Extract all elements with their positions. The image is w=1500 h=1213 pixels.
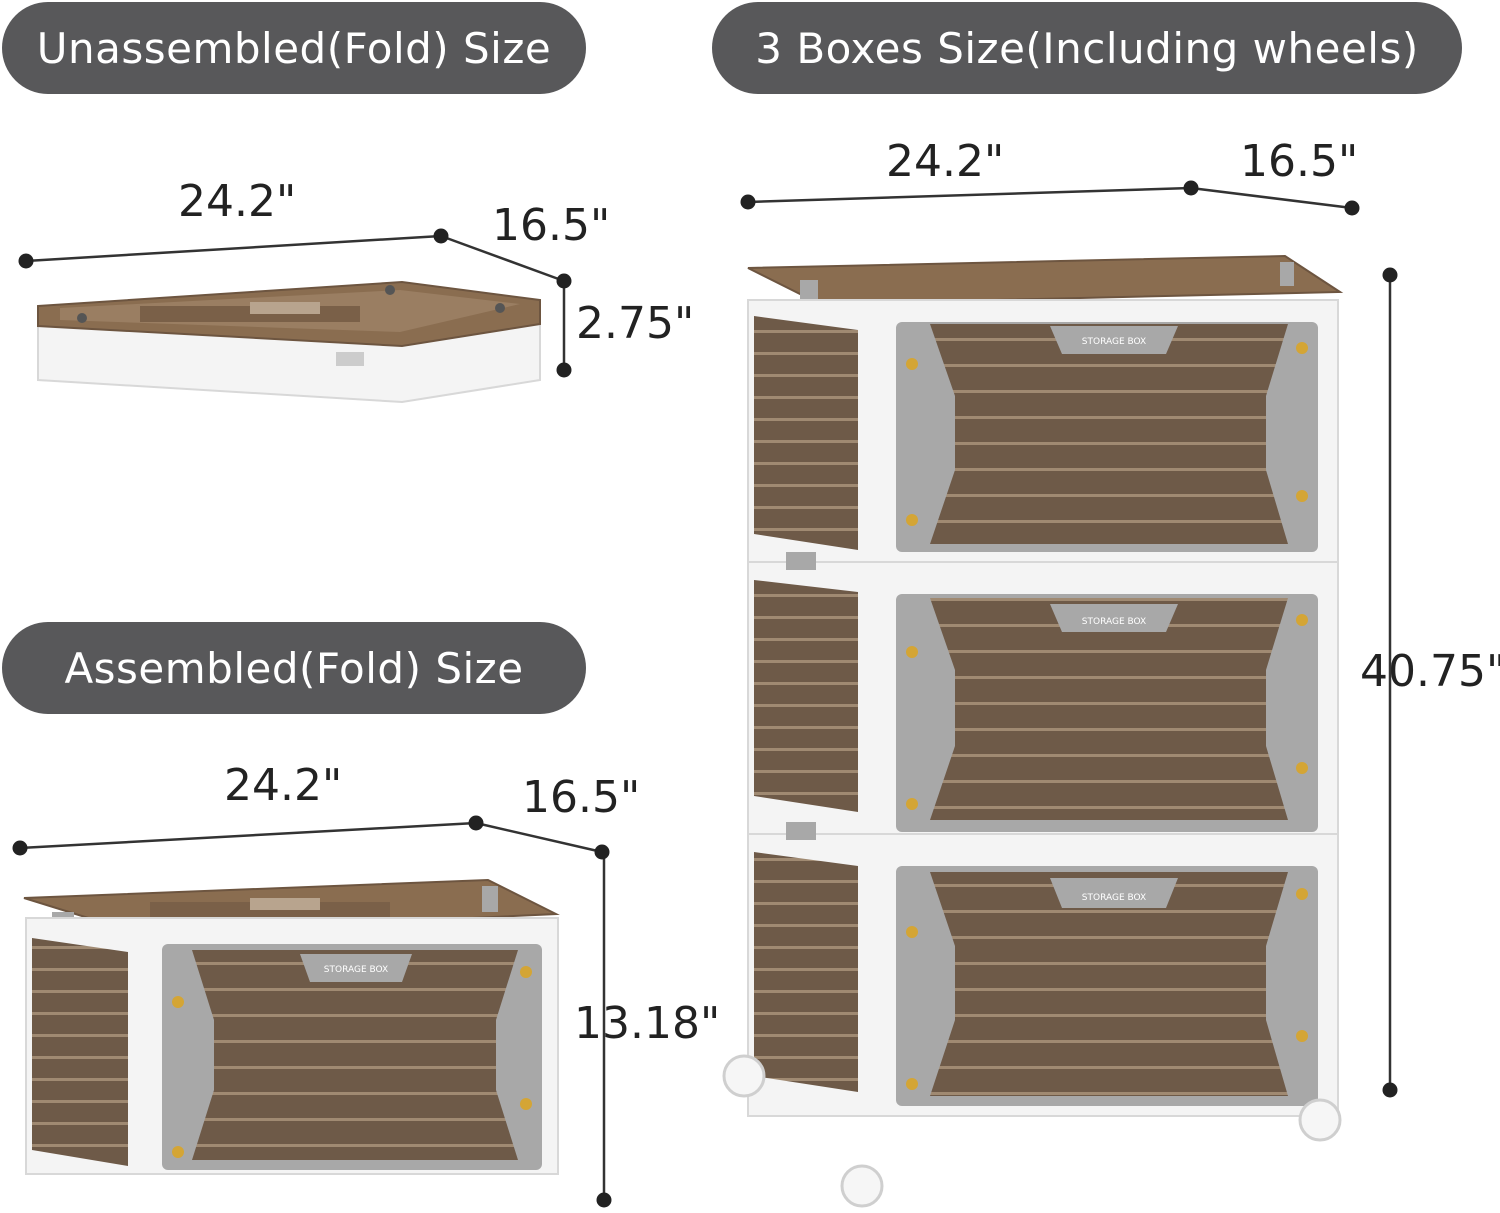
stack-dimension-dots bbox=[740, 180, 1398, 1098]
assembled-brand: STORAGE BOX bbox=[324, 965, 388, 975]
unassembled-size-label: Unassembled(Fold) Size bbox=[2, 2, 586, 94]
assembled-depth-label: 16.5" bbox=[522, 772, 641, 823]
stack-depth-label: 16.5" bbox=[1240, 136, 1359, 187]
stacked-boxes bbox=[722, 254, 1344, 1208]
assembled-dimension-dots bbox=[12, 815, 612, 1208]
assembled-height-label: 13.18" bbox=[574, 998, 721, 1049]
unassembled-dimension-dots bbox=[18, 228, 572, 378]
unassembled-depth-label: 16.5" bbox=[492, 200, 611, 251]
assembled-width-label: 24.2" bbox=[224, 760, 343, 811]
folded-box bbox=[37, 280, 541, 404]
stack-brand-top: STORAGE BOX bbox=[1082, 337, 1146, 347]
stack-width-label: 24.2" bbox=[886, 136, 1005, 187]
unassembled-width-label: 24.2" bbox=[178, 176, 297, 227]
stack-brand-bottom: STORAGE BOX bbox=[1082, 893, 1146, 903]
assembled-size-label: Assembled(Fold) Size bbox=[2, 622, 586, 714]
stack-brand-middle: STORAGE BOX bbox=[1082, 617, 1146, 627]
unassembled-height-label: 2.75" bbox=[576, 298, 695, 349]
three-boxes-size-label: 3 Boxes Size(Including wheels) bbox=[712, 2, 1462, 94]
stack-dimension-lines bbox=[747, 186, 1392, 1090]
unassembled-dimension-lines bbox=[25, 234, 566, 370]
assembled-box bbox=[23, 878, 560, 1175]
stack-height-label: 40.75" bbox=[1360, 646, 1500, 697]
assembled-dimension-lines bbox=[19, 821, 606, 1200]
